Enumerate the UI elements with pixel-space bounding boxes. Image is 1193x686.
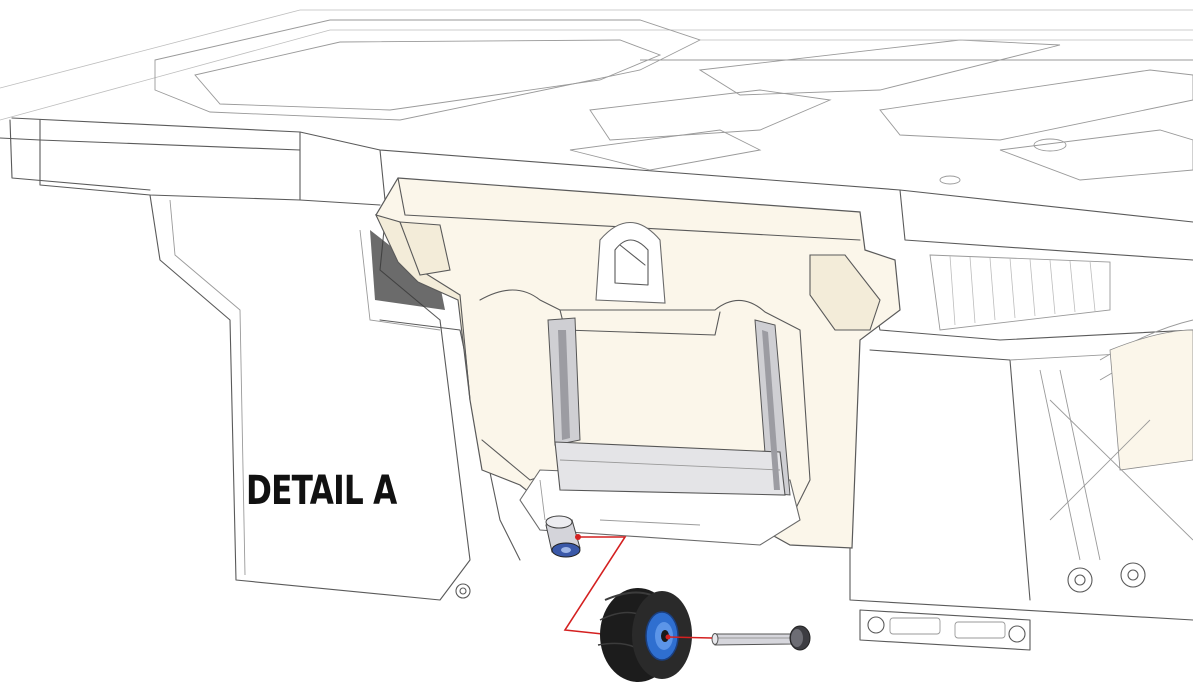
detail-label: DETAIL A <box>246 468 397 514</box>
deck-frame <box>0 9 1193 651</box>
axle-bolt <box>667 625 811 651</box>
callout-line <box>563 536 627 636</box>
wheel <box>597 588 692 682</box>
handle-bracket <box>374 177 901 549</box>
fold-handle <box>547 317 791 496</box>
heat-sink <box>929 254 1111 331</box>
spacer-bushing <box>545 515 581 558</box>
